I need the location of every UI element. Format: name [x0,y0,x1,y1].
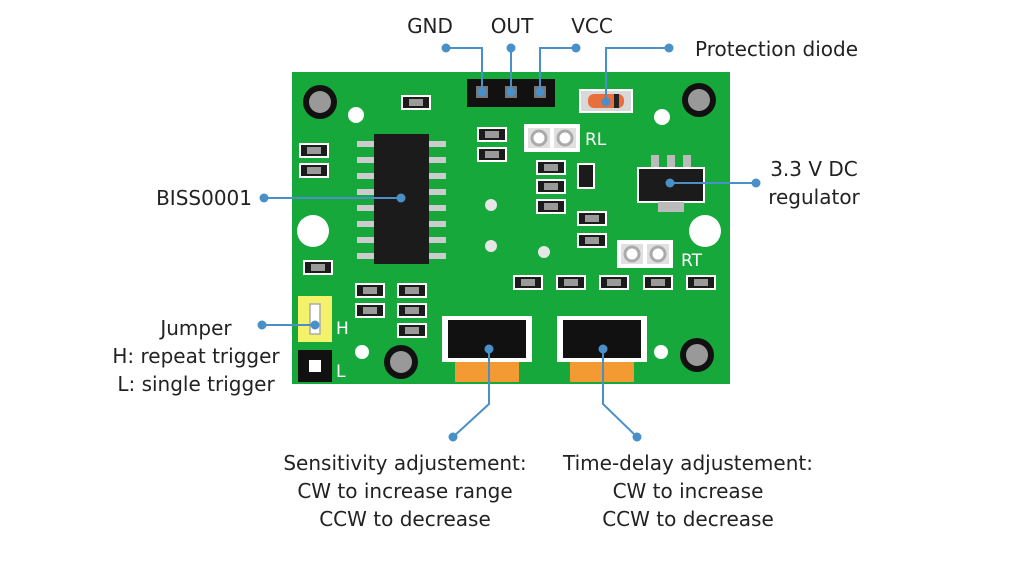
white-dot [348,107,364,123]
time-delay-line-3: CCW to decrease [602,507,774,531]
label-biss0001: BISS0001 [156,186,252,210]
sensitivity-line-1: Sensitivity adjustement: [283,451,527,475]
rt-pads [617,240,673,268]
white-dot [355,345,369,359]
jumper-line-1: Jumper [160,316,232,340]
jumper-line-2: H: repeat trigger [112,344,280,368]
label-protection-diode: Protection diode [695,37,859,61]
white-dot [485,240,497,252]
white-dot [485,199,497,211]
mounting-hole-top-right [682,83,716,117]
label-vcc: VCC [571,14,613,38]
sensitivity-line-2: CW to increase range [297,479,513,503]
callout-lines [262,47,756,438]
label-sensitivity: Sensitivity adjustement: CW to increase … [270,449,540,533]
board-label-l: L [336,362,346,382]
jumper-line-3: L: single trigger [117,372,275,396]
white-dot [654,109,670,125]
regulator-line-2: regulator [768,185,860,209]
label-out: OUT [490,14,534,38]
white-dot [654,345,668,359]
white-dot [538,246,550,258]
board-label-rl: RL [585,130,607,150]
mounting-hole-bottom-right [680,338,714,372]
sensitivity-potentiometer [442,316,532,382]
rl-pads [524,124,580,152]
white-dot [689,215,721,247]
label-gnd: GND [407,14,453,38]
label-regulator: 3.3 V DC regulator [756,155,872,211]
mounting-hole-top-left [303,85,337,119]
mounting-hole-bottom-left [384,345,418,379]
time-delay-line-2: CW to increase [612,479,764,503]
label-time-delay: Time-delay adjustement: CW to increase C… [550,449,826,533]
board-label-h: H [336,319,349,339]
time-delay-line-1: Time-delay adjustement: [563,451,813,475]
callout-dots [257,43,761,442]
trigger-jumper [298,296,332,382]
white-dot [297,215,329,247]
regulator-line-1: 3.3 V DC [770,157,858,181]
sensitivity-line-3: CCW to decrease [319,507,491,531]
smd-pads [307,99,708,334]
label-jumper: Jumper H: repeat trigger L: single trigg… [104,314,288,398]
board-label-rt: RT [681,251,703,271]
